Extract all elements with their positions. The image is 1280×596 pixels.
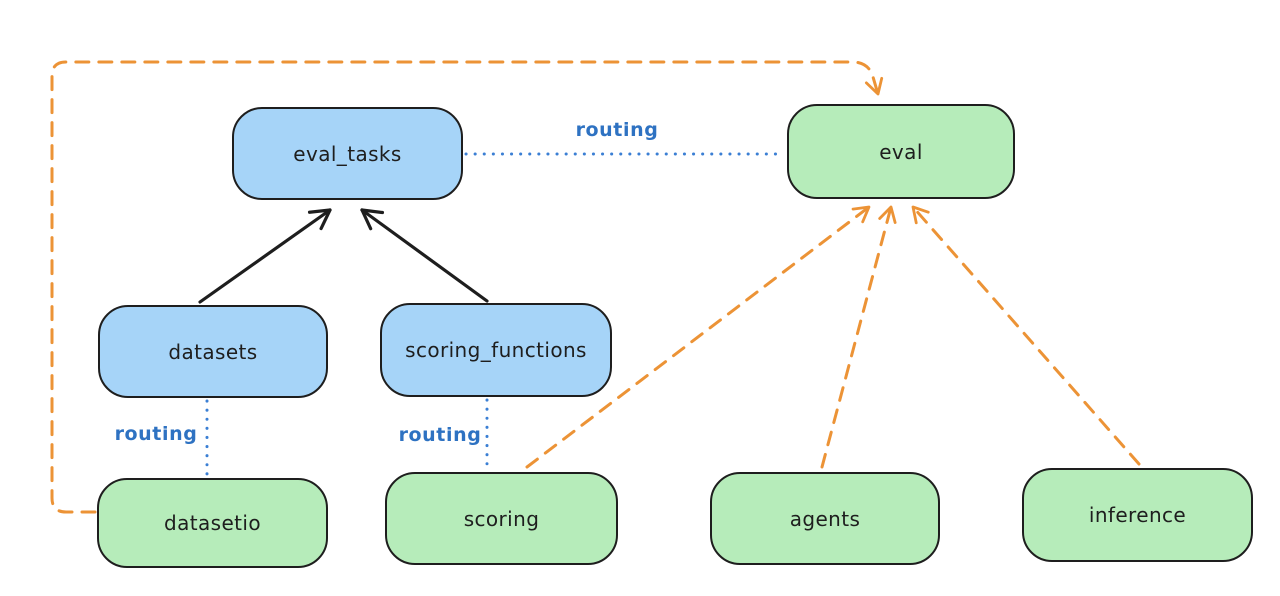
edge-inference-to-eval (911, 205, 1141, 466)
node-eval: eval (787, 104, 1015, 199)
node-datasetio: datasetio (97, 478, 328, 568)
edge-datasets-to-eval_tasks (198, 208, 332, 304)
node-scoring: scoring (385, 472, 618, 565)
edge-label-routing-eval_tasks-eval: routing (575, 119, 659, 141)
node-inference: inference (1022, 468, 1253, 562)
node-scoring_functions: scoring_functions (380, 303, 612, 397)
edge-scoring_functions-to-eval_tasks (360, 208, 489, 303)
edge-label-routing-datasets-datasetio: routing (114, 423, 198, 445)
edge-label-routing-scoring_functions-scoring: routing (398, 424, 482, 446)
node-datasets: datasets (98, 305, 328, 398)
edge-agents-to-eval (820, 205, 897, 469)
node-agents: agents (710, 472, 940, 565)
edge-scoring-to-eval (525, 205, 871, 469)
node-eval_tasks: eval_tasks (232, 107, 463, 200)
edge-datasetio-to-eval (50, 60, 884, 514)
